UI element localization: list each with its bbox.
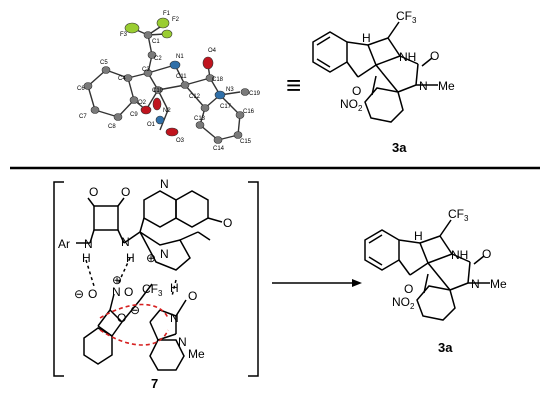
- amide-h-right: H: [126, 251, 135, 265]
- product-bottom-labels: O NO2 CF3 NH O N Me H 3a: [392, 207, 507, 355]
- atom-label: O1: [147, 122, 156, 128]
- atom-label: C1: [152, 39, 160, 45]
- quinoline-nitrogen: N: [160, 177, 169, 191]
- nitronate-n: N: [112, 285, 121, 299]
- amide-h-left: H: [82, 251, 91, 265]
- methyl-label: Me: [438, 79, 455, 93]
- reaction-arrow: [272, 279, 362, 287]
- nitro-group-bottom: NO2: [392, 295, 415, 311]
- atom-label: C19: [249, 91, 261, 97]
- crystal-atom-labels: F1 F2 F3 C1 C2 C3 C4 C5 C6 C7 C8 C9 C10 …: [77, 11, 261, 152]
- nitronate-plus: ⊕: [112, 273, 122, 287]
- hydrogen-label: H: [362, 31, 371, 45]
- imine-nitrogen: N: [170, 311, 179, 325]
- atom-label: O4: [208, 48, 217, 54]
- squaramide-oxygen: O: [89, 185, 98, 199]
- atom-label: O2: [138, 100, 147, 106]
- benzofuran-oxygen: O: [117, 311, 126, 325]
- carbanion-minus: ⊖: [130, 303, 140, 317]
- atom-label: C17: [220, 104, 232, 110]
- atom-label: C16: [243, 109, 255, 115]
- atom-label: C8: [108, 124, 116, 130]
- atom-label: C12: [189, 94, 201, 100]
- transition-state-labels: O O Ar N H N H N O N ⊕ H O ⊖ N ⊕ O CF3 ⊖…: [58, 177, 232, 391]
- ts-brackets: [53, 181, 259, 377]
- atom-label: C2: [154, 56, 162, 62]
- atom-label: C14: [213, 146, 225, 152]
- nitronate-minus: ⊖: [74, 287, 84, 301]
- amide-n-left: N: [84, 237, 93, 251]
- atom-label: N3: [226, 87, 234, 93]
- atom-label: C4: [118, 76, 126, 82]
- compound-label-7: 7: [151, 376, 158, 391]
- atom-label: C5: [100, 60, 108, 66]
- nitronate-oxygen-1: O: [88, 287, 97, 301]
- atom-label: N1: [176, 54, 184, 60]
- atom-label: C6: [77, 86, 85, 92]
- hydrogen-label-bottom: H: [414, 229, 423, 243]
- cf3-group-bottom: CF3: [448, 207, 469, 223]
- cf3-group-ts: CF3: [142, 282, 163, 298]
- carbonyl-oxygen: O: [430, 49, 439, 63]
- atom-label: F1: [163, 11, 171, 17]
- ring-oxygen: O: [352, 84, 361, 98]
- squaramide-oxygen: O: [121, 185, 130, 199]
- atom-label: C7: [79, 114, 87, 120]
- atom-label: O3: [176, 138, 185, 144]
- amide-nitrogen-bottom: N: [471, 277, 480, 291]
- equivalence-symbol: ≡: [286, 70, 301, 100]
- methyl-label-ts: Me: [188, 347, 205, 361]
- methyl-label-bottom: Me: [490, 277, 507, 291]
- carbonyl-oxygen-bottom: O: [482, 247, 491, 261]
- product-top-labels: O NO2 CF3 NH O N Me H 3a: [340, 9, 455, 155]
- nitronate-oxygen-2: O: [124, 285, 133, 299]
- ammonium-plus: ⊕: [146, 251, 156, 265]
- ts-red-arrows: [99, 303, 169, 346]
- oxindole-nitrogen: N: [178, 335, 187, 349]
- atom-label: N2: [163, 108, 171, 114]
- cf3-group: CF3: [396, 9, 417, 25]
- atom-label: C18: [212, 77, 224, 83]
- compound-label-3a-bottom: 3a: [438, 340, 453, 355]
- methoxy-oxygen: O: [223, 216, 232, 230]
- atom-label: C11: [176, 74, 187, 80]
- ring-oxygen-bottom: O: [404, 282, 413, 296]
- nitro-group: NO2: [340, 97, 363, 113]
- atom-label: F2: [172, 17, 180, 23]
- amide-n-right: N: [121, 235, 130, 249]
- atom-label: C10: [152, 88, 164, 94]
- atom-label: C3: [142, 67, 150, 73]
- product-bottom-structure: [364, 219, 490, 321]
- ammonium-h: H: [170, 281, 179, 295]
- nh-label-bottom: NH: [451, 248, 468, 262]
- aryl-label: Ar: [58, 237, 70, 251]
- atom-label: F3: [120, 32, 128, 38]
- compound-label-3a-top: 3a: [392, 140, 407, 155]
- protonated-nitrogen: N: [160, 247, 169, 261]
- amide-nitrogen: N: [419, 79, 428, 93]
- nh-label: NH: [399, 50, 416, 64]
- atom-label: C9: [130, 112, 138, 118]
- oxindole-oxygen: O: [188, 289, 197, 303]
- atom-label: C15: [240, 139, 252, 145]
- product-top-structure: [312, 21, 438, 123]
- transition-state-structure: [76, 190, 223, 371]
- atom-label: C13: [194, 116, 206, 122]
- crystal-atoms: [83, 17, 250, 144]
